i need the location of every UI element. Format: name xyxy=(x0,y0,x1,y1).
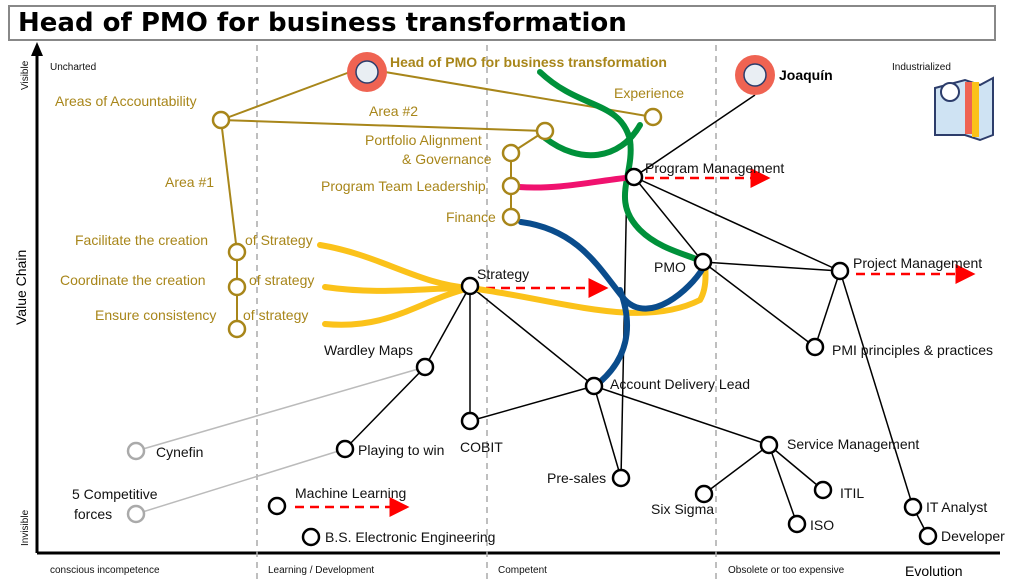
y-top-label: Visible xyxy=(20,60,31,90)
gold-nodes xyxy=(211,107,663,339)
gray-links xyxy=(135,366,426,515)
coordinate-label: Coordinate the creation xyxy=(60,272,206,288)
y-axis-label: Value Chain xyxy=(13,250,29,325)
finance-label: Finance xyxy=(446,209,496,225)
stage-3: Competent xyxy=(498,565,547,576)
head-of-pmo-icon xyxy=(347,52,387,92)
of-strategy-1: of Strategy xyxy=(245,232,313,248)
of-strategy-2: of strategy xyxy=(249,272,314,288)
program-team-leadership-label: Program Team Leadership xyxy=(321,178,486,194)
it-analyst-label: IT Analyst xyxy=(926,499,987,515)
area-1-label: Area #1 xyxy=(165,174,214,190)
industrialized-label: Industrialized xyxy=(892,62,951,73)
facilitate-label: Facilitate the creation xyxy=(75,232,208,248)
nodes xyxy=(267,167,938,547)
ensure-label: Ensure consistency xyxy=(95,307,216,323)
program-management-label: Program Management xyxy=(645,160,784,176)
account-delivery-lead-label: Account Delivery Lead xyxy=(610,376,750,392)
y-bottom-label: Invisible xyxy=(20,509,31,546)
stage-1: conscious incompetence xyxy=(50,565,160,576)
role-title: Head of PMO for business transformation xyxy=(390,54,667,70)
machine-learning-label: Machine Learning xyxy=(295,485,406,501)
axes xyxy=(31,42,1000,580)
area-2-label: Area #2 xyxy=(369,103,418,119)
pmi-label: PMI principles & practices xyxy=(832,342,993,358)
areas-of-accountability: Areas of Accountability xyxy=(55,93,197,109)
playing-to-win-label: Playing to win xyxy=(358,442,444,458)
stage-4: Obsolete or too expensive xyxy=(728,565,845,576)
uncharted-label: Uncharted xyxy=(50,62,96,73)
six-sigma-label: Six Sigma xyxy=(651,501,714,517)
wardley-maps-label: Wardley Maps xyxy=(324,342,413,358)
portfolio-label-2: & Governance xyxy=(402,151,492,167)
cynefin-label: Cynefin xyxy=(156,444,203,460)
cobit-label: COBIT xyxy=(460,439,503,455)
strategy-label: Strategy xyxy=(477,266,529,282)
stage-2: Learning / Development xyxy=(268,565,374,576)
evolution-arrows xyxy=(295,168,976,517)
developer-label: Developer xyxy=(941,528,1005,544)
of-strategy-3: of strategy xyxy=(243,307,308,323)
portfolio-label: Portfolio Alignment xyxy=(365,132,482,148)
links xyxy=(344,94,929,537)
person-name: Joaquín xyxy=(779,67,833,83)
itil-label: ITIL xyxy=(840,485,864,501)
five-forces-label-2: forces xyxy=(74,506,112,522)
project-management-label: Project Management xyxy=(853,255,982,271)
iso-label: ISO xyxy=(810,517,834,533)
gray-nodes xyxy=(126,441,146,524)
x-axis-label: Evolution xyxy=(905,563,963,579)
bs-engineering-label: B.S. Electronic Engineering xyxy=(325,529,495,545)
service-management-label: Service Management xyxy=(787,436,919,452)
pre-sales-label: Pre-sales xyxy=(547,470,606,486)
pmo-label: PMO xyxy=(654,259,686,275)
person-icon xyxy=(735,55,775,95)
page-title: Head of PMO for business transformation xyxy=(8,5,996,41)
five-forces-label: 5 Competitive xyxy=(72,486,158,502)
experience-label: Experience xyxy=(614,85,684,101)
map-compass-icon xyxy=(934,76,994,142)
